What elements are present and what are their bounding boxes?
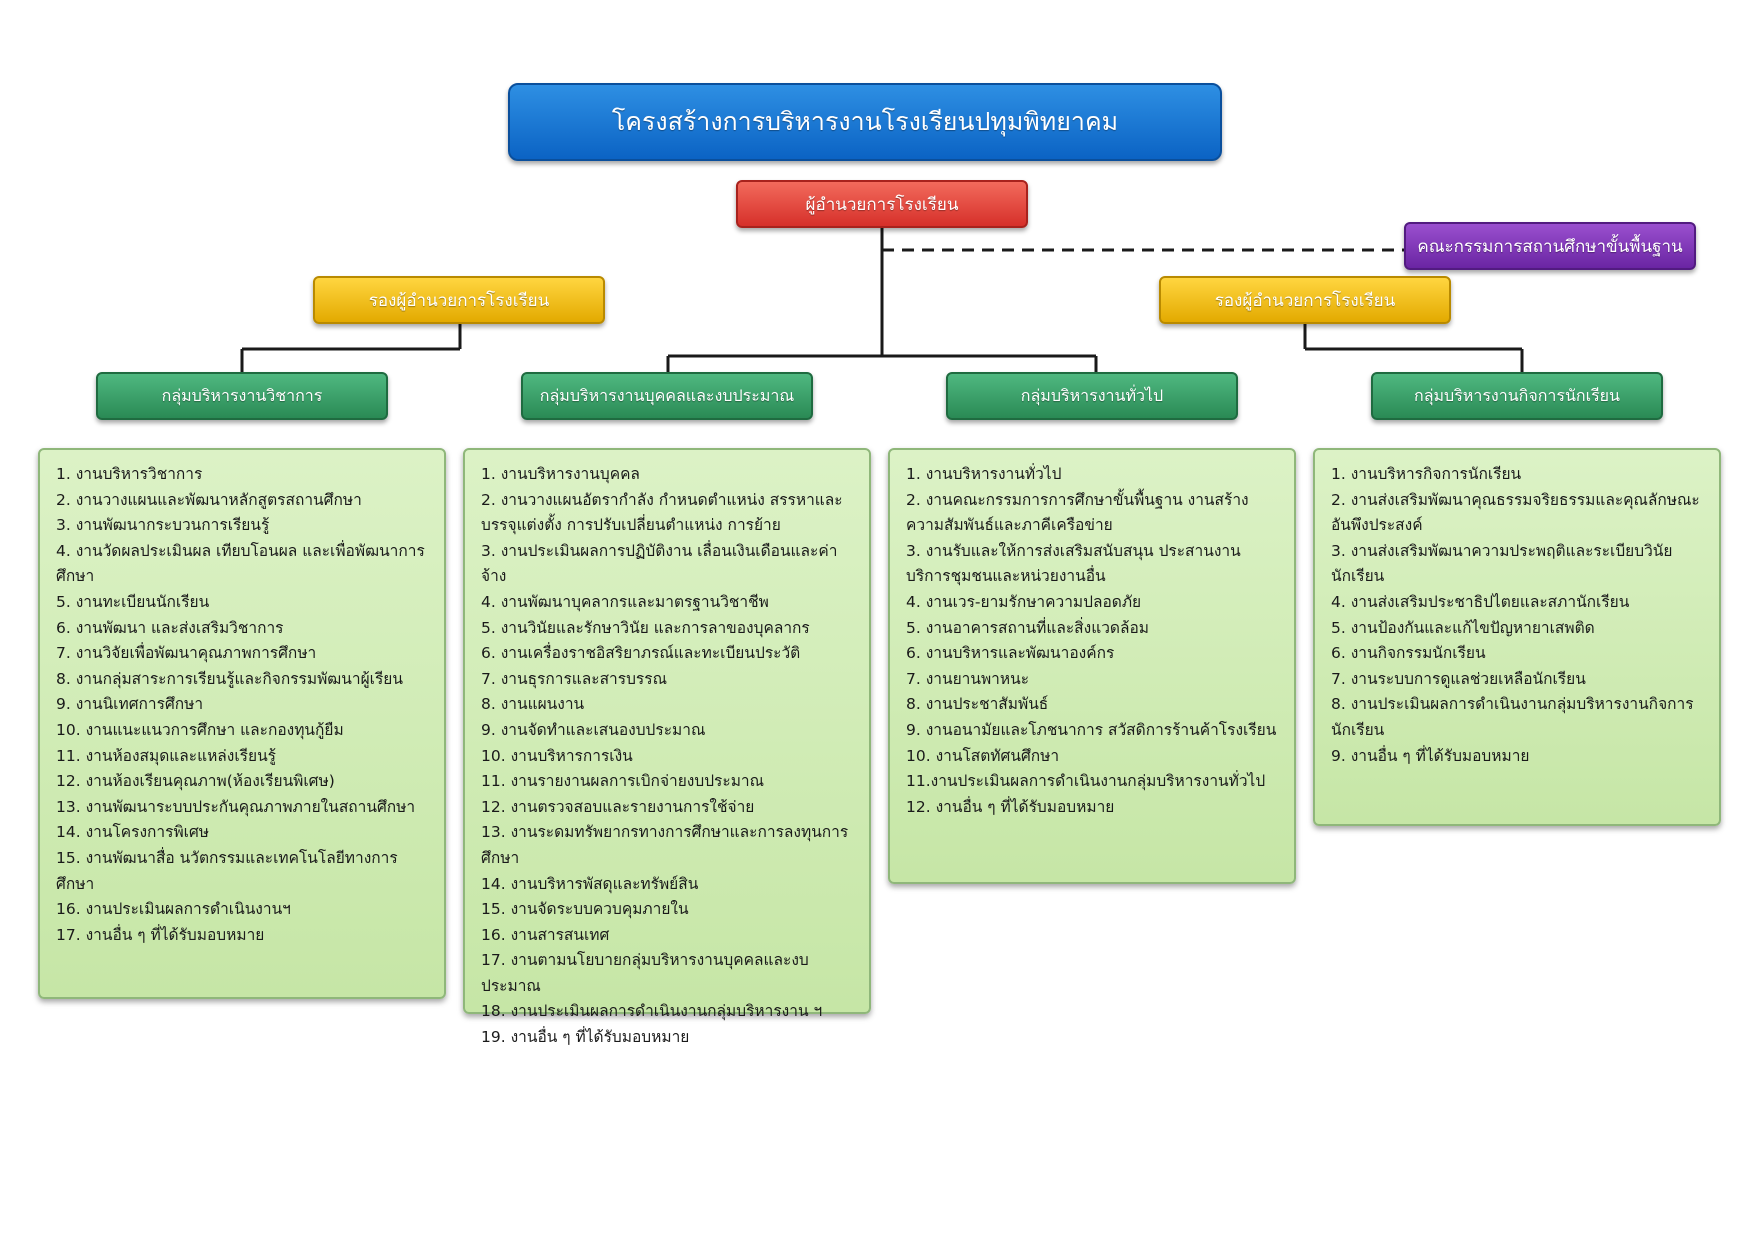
task-item: 1. งานบริหารงานทั่วไป xyxy=(906,465,1062,483)
task-item: 3. งานประเมินผลการปฏิบัติงาน เลื่อนเงินเ… xyxy=(481,541,838,586)
task-item: 6. งานพัฒนา และส่งเสริมวิชาการ xyxy=(56,618,284,637)
task-item: 13. งานระดมทรัพยากรทางการศึกษาและการลงทุ… xyxy=(481,823,849,867)
personnel-budget-group-box: กลุ่มบริหารงานบุคคลและงบประมาณ xyxy=(521,372,813,420)
general-admin-task-list: 1. งานบริหารงานทั่วไป 2. งานคณะกรรมการการ… xyxy=(888,448,1296,884)
task-item: 12. งานอื่น ๆ ที่ได้รับมอบหมาย xyxy=(906,797,1115,816)
task-item: 2. งานวางแผนอัตรากำลัง กำหนดตำแหน่ง สรรห… xyxy=(481,490,843,535)
deputy-director-box-right: รองผู้อำนวยการโรงเรียน xyxy=(1159,276,1451,324)
task-item: 14. งานบริหารพัสดุและทรัพย์สิน xyxy=(481,874,699,893)
task-item: 14. งานโครงการพิเศษ xyxy=(56,823,210,842)
task-item: 3. งานพัฒนากระบวนการเรียนรู้ xyxy=(56,516,270,535)
task-item: 17. งานตามนโยบายกลุ่มบริหารงานบุคคลและงบ… xyxy=(481,951,809,995)
task-item: 16. งานสารสนเทศ xyxy=(481,925,610,944)
task-item: 4. งานพัฒนาบุคลากรและมาตรฐานวิชาชีพ xyxy=(481,592,769,611)
task-item: 6. งานกิจกรรมนักเรียน xyxy=(1331,644,1486,663)
task-item: 7. งานยานพาหนะ xyxy=(906,669,1030,688)
task-item: 4. งานส่งเสริมประชาธิปไตยและสภานักเรียน xyxy=(1331,592,1630,611)
task-item: 8. งานประเมินผลการดำเนินงานกลุ่มบริหารงา… xyxy=(1331,695,1694,739)
task-item: 16. งานประเมินผลการดำเนินงานฯ xyxy=(56,900,291,919)
task-item: 1. งานบริหารกิจการนักเรียน xyxy=(1331,465,1522,483)
task-item: 5. งานอาคารสถานที่และสิ่งแวดล้อม xyxy=(906,618,1149,637)
task-item: 4. งานวัดผลประเมินผล เทียบโอนผล และเพื่อ… xyxy=(56,541,425,586)
task-item: 8. งานกลุ่มสาระการเรียนรู้และกิจกรรมพัฒน… xyxy=(56,669,403,688)
task-item: 10. งานแนะแนวการศึกษา และกองทุนกู้ยืม xyxy=(56,720,344,739)
task-item: 7. งานระบบการดูแลช่วยเหลือนักเรียน xyxy=(1331,669,1586,688)
task-item: 8. งานแผนงาน xyxy=(481,695,585,714)
task-item: 4. งานเวร-ยามรักษาความปลอดภัย xyxy=(906,592,1142,611)
task-item: 10. งานบริหารการเงิน xyxy=(481,746,633,765)
task-item: 5. งานป้องกันและแก้ไขปัญหายาเสพติด xyxy=(1331,618,1595,637)
task-item: 9. งานจัดทำและเสนองบประมาณ xyxy=(481,720,706,739)
task-item: 1. งานบริหารงานบุคคล xyxy=(481,465,640,483)
student-affairs-group-box: กลุ่มบริหารงานกิจการนักเรียน xyxy=(1371,372,1663,420)
academic-task-list: 1. งานบริหารวิชาการ 2. งานวางแผนและพัฒนาห… xyxy=(38,448,446,999)
academic-group-box: กลุ่มบริหารงานวิชาการ xyxy=(96,372,388,420)
task-item: 19. งานอื่น ๆ ที่ได้รับมอบหมาย xyxy=(481,1028,690,1047)
chart-title: โครงสร้างการบริหารงานโรงเรียนปทุมพิทยาคม xyxy=(508,83,1222,161)
task-item: 11.งานประเมินผลการดำเนินงานกลุ่มบริหารงา… xyxy=(906,772,1266,791)
task-item: 5. งานทะเบียนนักเรียน xyxy=(56,592,210,611)
task-item: 8. งานประชาสัมพันธ์ xyxy=(906,695,1049,714)
task-item: 2. งานวางแผนและพัฒนาหลักสูตรสถานศึกษา xyxy=(56,490,362,509)
task-item: 12. งานตรวจสอบและรายงานการใช้จ่าย xyxy=(481,797,755,816)
task-item: 7. งานธุรการและสารบรรณ xyxy=(481,669,667,688)
personnel-budget-task-list: 1. งานบริหารงานบุคคล 2. งานวางแผนอัตรากำล… xyxy=(463,448,871,1046)
student-affairs-task-list: 1. งานบริหารกิจการนักเรียน 2. งานส่งเสริม… xyxy=(1313,448,1721,826)
task-item: 15. งานพัฒนาสื่อ นวัตกรรมและเทคโนโลยีทาง… xyxy=(56,848,398,893)
task-item: 11. งานรายงานผลการเบิกจ่ายงบประมาณ xyxy=(481,772,765,791)
task-item: 2. งานคณะกรรมการการศึกษาขั้นพื้นฐาน งานส… xyxy=(906,490,1249,535)
director-box: ผู้อำนวยการโรงเรียน xyxy=(736,180,1028,228)
task-item: 12. งานห้องเรียนคุณภาพ(ห้องเรียนพิเศษ) xyxy=(56,772,335,791)
general-admin-group-box: กลุ่มบริหารงานทั่วไป xyxy=(946,372,1238,420)
task-item: 6. งานเครื่องราชอิสริยาภรณ์และทะเบียนประ… xyxy=(481,644,801,663)
task-item: 7. งานวิจัยเพื่อพัฒนาคุณภาพการศึกษา xyxy=(56,644,317,663)
task-item: 15. งานจัดระบบควบคุมภายใน xyxy=(481,900,689,919)
task-item: 5. งานวินัยและรักษาวินัย และการลาของบุคล… xyxy=(481,618,810,637)
task-item: 17. งานอื่น ๆ ที่ได้รับมอบหมาย xyxy=(56,925,265,944)
task-item: 1. งานบริหารวิชาการ xyxy=(56,465,203,483)
task-item: 10. งานโสตทัศนศึกษา xyxy=(906,746,1060,765)
task-item: 3. งานรับและให้การส่งเสริมสนับสนุน ประสา… xyxy=(906,541,1241,586)
deputy-director-box-left: รองผู้อำนวยการโรงเรียน xyxy=(313,276,605,324)
task-item: 11. งานห้องสมุดและแหล่งเรียนรู้ xyxy=(56,746,276,765)
task-item: 18. งานประเมินผลการดำเนินงานกลุ่มบริหารง… xyxy=(481,1002,823,1021)
task-item: 9. งานอื่น ๆ ที่ได้รับมอบหมาย xyxy=(1331,746,1530,765)
task-item: 13. งานพัฒนาระบบประกันคุณภาพภายในสถานศึก… xyxy=(56,797,416,816)
task-item: 2. งานส่งเสริมพัฒนาคุณธรรมจริยธรรมและคุณ… xyxy=(1331,490,1700,535)
committee-box: คณะกรรมการสถานศึกษาขั้นพื้นฐาน xyxy=(1404,222,1696,270)
task-item: 9. งานนิเทศการศึกษา xyxy=(56,695,204,714)
task-item: 6. งานบริหารและพัฒนาองค์กร xyxy=(906,644,1115,663)
task-item: 9. งานอนามัยและโภชนาการ สวัสดิการร้านค้า… xyxy=(906,720,1277,739)
task-item: 3. งานส่งเสริมพัฒนาความประพฤติและระเบียบ… xyxy=(1331,541,1673,586)
